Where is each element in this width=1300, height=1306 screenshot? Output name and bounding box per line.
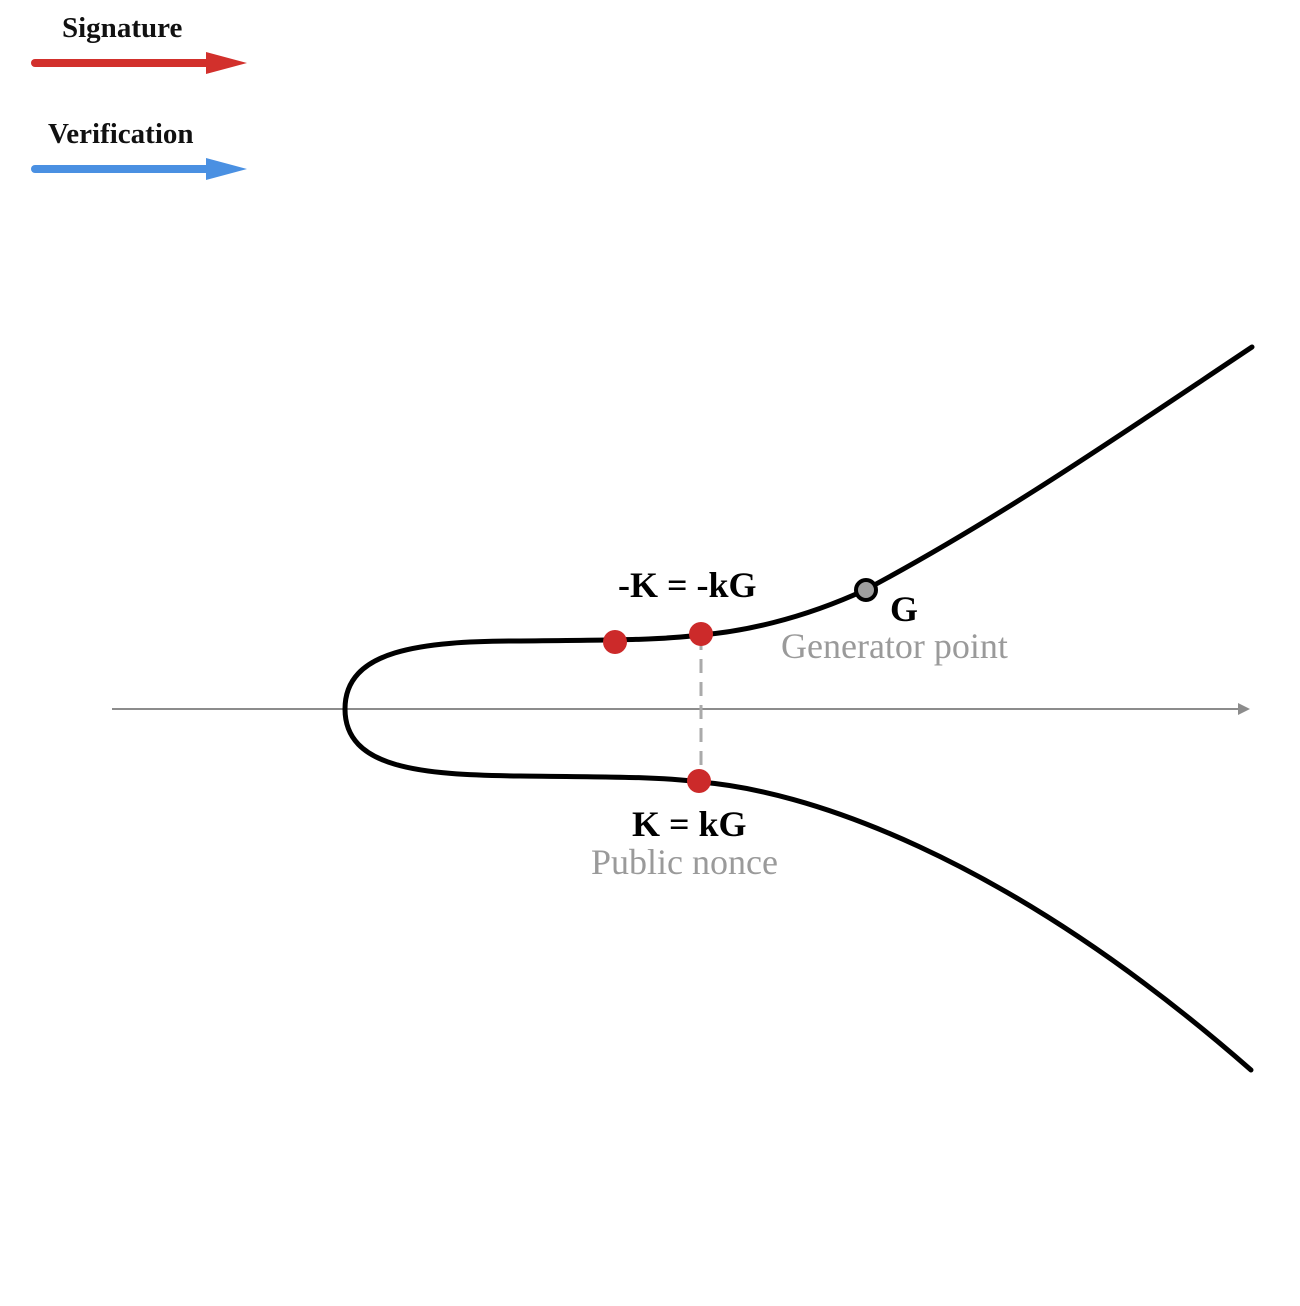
legend-signature-label: Signature	[62, 12, 183, 44]
legend-signature-arrow	[31, 52, 247, 74]
curve-point-red	[603, 630, 627, 654]
public-nonce-label: K = kG	[632, 804, 747, 844]
x-axis	[112, 703, 1250, 715]
public-nonce-point	[687, 769, 711, 793]
generator-point	[854, 578, 878, 602]
legend-verification-arrow	[31, 158, 247, 180]
legend-verification-label: Verification	[48, 118, 194, 150]
generator-caption: Generator point	[781, 626, 1008, 666]
generator-label: G	[890, 589, 919, 629]
negated-nonce-label: -K = -kG	[618, 565, 757, 605]
negated-nonce-point	[689, 622, 713, 646]
public-nonce-caption: Public nonce	[591, 842, 778, 882]
